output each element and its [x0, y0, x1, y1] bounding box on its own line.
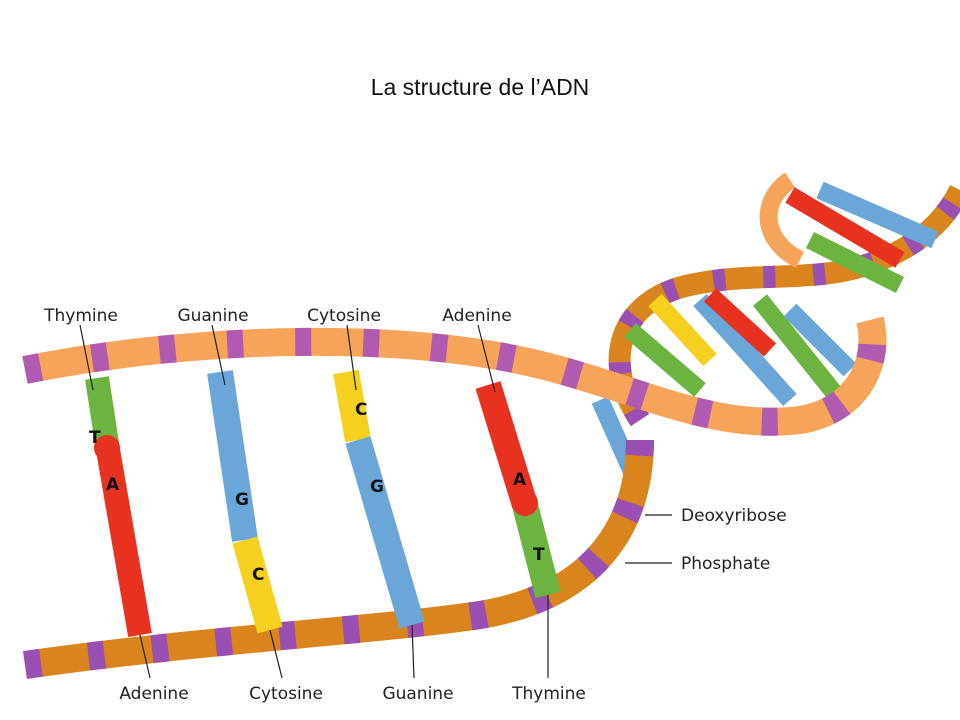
base-letter: G — [370, 477, 384, 497]
label-adenine-top: Adenine — [442, 306, 511, 326]
label-deoxyribose: Deoxyribose — [681, 506, 787, 526]
adenine-segment — [96, 447, 152, 638]
cytosine-segment — [333, 369, 371, 443]
label-cytosine-top: Cytosine — [307, 306, 381, 326]
label-cytosine-bottom: Cytosine — [249, 684, 323, 704]
base-pair-4: A T — [475, 381, 561, 599]
leader-lines — [79, 324, 672, 679]
base-letter: C — [252, 565, 264, 585]
label-phosphate: Phosphate — [681, 554, 770, 574]
base-letter: T — [89, 428, 101, 448]
helix-back-strand — [608, 172, 960, 427]
base-letter: G — [235, 490, 249, 510]
base-pair-3: C G — [333, 369, 425, 629]
adenine-segment — [475, 381, 538, 509]
bottom-strand — [23, 439, 654, 679]
base-letter: T — [533, 545, 545, 565]
thymine-segment — [512, 501, 561, 599]
label-thymine-top: Thymine — [43, 306, 118, 326]
guanine-segment — [207, 370, 258, 542]
label-guanine-bottom: Guanine — [382, 684, 453, 704]
label-thymine-bottom: Thymine — [511, 684, 586, 704]
label-adenine-bottom: Adenine — [119, 684, 188, 704]
guanine-segment — [345, 436, 425, 629]
label-guanine-top: Guanine — [177, 306, 248, 326]
top-strand — [22, 316, 887, 436]
cytosine-segment — [232, 536, 283, 634]
page-title: La structure de l’ADN — [370, 74, 590, 100]
base-pair-1: T A — [85, 376, 152, 638]
base-letter: A — [513, 470, 527, 490]
base-letter: C — [355, 400, 367, 420]
base-pair-2: G C — [207, 370, 283, 634]
base-letter: A — [106, 475, 120, 495]
